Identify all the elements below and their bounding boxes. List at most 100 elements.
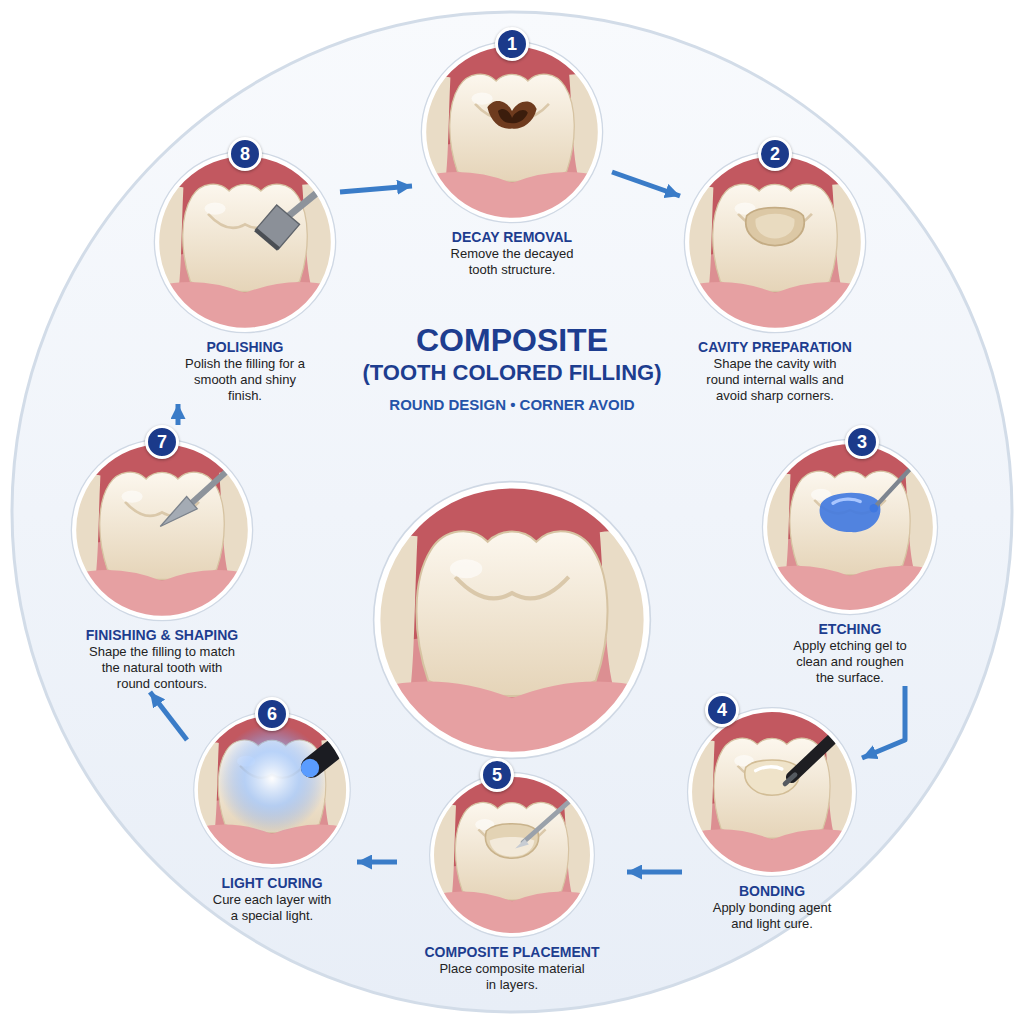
step-number: 5 xyxy=(480,758,514,792)
flow-arrow xyxy=(176,404,181,425)
cavity xyxy=(746,208,804,246)
step-node: 5COMPOSITE PLACEMENTPlace composite mate… xyxy=(397,758,627,993)
step-title: POLISHING xyxy=(150,338,340,356)
picture-ring xyxy=(688,708,857,877)
step-description: Cure each layer with a special light. xyxy=(210,892,334,924)
step-node: 4BONDINGApply bonding agent and light cu… xyxy=(682,693,862,932)
step-number: 3 xyxy=(845,425,879,459)
flow-arrow xyxy=(627,870,682,875)
step-description: Apply etching gel to clean and roughen t… xyxy=(788,638,913,686)
step-number: 4 xyxy=(705,693,739,727)
tooth-picture xyxy=(420,44,605,220)
tooth-picture xyxy=(761,442,940,612)
outer-circle xyxy=(12,12,1012,1012)
subtitle: (TOOTH COLORED FILLING) xyxy=(342,360,682,386)
step-node: 3ETCHINGApply etching gel to clean and r… xyxy=(760,425,940,686)
step-title: COMPOSITE PLACEMENT xyxy=(397,943,627,961)
picture-ring xyxy=(690,710,854,874)
cavity xyxy=(485,824,538,858)
tooth-picture xyxy=(70,442,255,618)
tooth-picture xyxy=(192,714,352,866)
step-number: 6 xyxy=(255,697,289,731)
step-node: 1DECAY REMOVALRemove the decayed tooth s… xyxy=(412,27,612,278)
decay xyxy=(487,101,536,129)
step-picture xyxy=(153,151,338,332)
picture-ring xyxy=(687,154,863,330)
picture-ring xyxy=(196,714,348,866)
picture-ring xyxy=(424,44,600,220)
step-picture xyxy=(70,439,255,620)
picture-ring xyxy=(430,773,595,938)
step-title: BONDING xyxy=(682,882,862,900)
step-number: 8 xyxy=(228,137,262,171)
step-picture xyxy=(420,41,605,222)
picture-ring xyxy=(377,485,647,755)
finished-tooth-picture xyxy=(370,482,654,759)
step-node: 2CAVITY PREPARATIONShape the cavity with… xyxy=(680,137,870,404)
picture-ring xyxy=(74,442,250,618)
step-description: Remove the decayed tooth structure. xyxy=(445,246,580,278)
curing-glow xyxy=(217,724,326,833)
bond-gloss xyxy=(756,767,782,771)
step-number: 7 xyxy=(145,425,179,459)
step-description: Place composite material in layers. xyxy=(436,961,588,993)
step-number: 1 xyxy=(495,27,529,61)
picture-ring xyxy=(157,154,333,330)
applicator-tip xyxy=(870,504,879,513)
connectors xyxy=(150,172,905,872)
cup-rim xyxy=(256,230,279,249)
picture-ring xyxy=(765,442,935,612)
step-picture xyxy=(761,439,940,614)
picture-ring xyxy=(154,151,335,332)
step-picture xyxy=(192,712,359,869)
step-title: DECAY REMOVAL xyxy=(412,228,612,246)
step-picture xyxy=(686,708,858,877)
picture-ring xyxy=(432,775,592,935)
step-title: LIGHT CURING xyxy=(187,874,357,892)
picture-ring xyxy=(684,151,865,332)
picture-ring xyxy=(374,482,651,759)
tooth-picture xyxy=(683,154,868,330)
flow-arrow xyxy=(340,186,412,192)
step-picture xyxy=(683,151,868,332)
step-description: Shape the cavity with round internal wal… xyxy=(704,356,846,404)
tooth-picture xyxy=(686,710,858,874)
tooth-picture xyxy=(153,154,338,330)
tooth-picture xyxy=(370,485,654,755)
diagram-title: COMPOSITE xyxy=(342,322,682,359)
picture-ring xyxy=(421,41,602,222)
step-node: 7FINISHING & SHAPINGShape the filling to… xyxy=(62,425,262,692)
flow-arrow xyxy=(150,692,187,740)
instrument-tip xyxy=(515,839,529,849)
step-title: FINISHING & SHAPING xyxy=(62,626,262,644)
step-picture xyxy=(428,773,596,938)
flow-arrow xyxy=(862,686,905,758)
finishing-bur xyxy=(160,497,197,527)
step-description: Polish the filling for a smooth and shin… xyxy=(180,356,310,404)
gel-highlight xyxy=(833,499,860,503)
step-node: 8POLISHINGPolish the filling for a smoot… xyxy=(150,137,340,404)
polishing-cup xyxy=(256,205,300,249)
brush-tip xyxy=(785,775,795,784)
flow-arrow xyxy=(357,860,397,865)
applicator xyxy=(874,442,935,508)
bonded-cavity xyxy=(745,760,799,795)
decay xyxy=(498,109,528,123)
tooth-picture xyxy=(428,775,596,935)
step-number: 2 xyxy=(758,137,792,171)
step-title: CAVITY PREPARATION xyxy=(680,338,870,356)
etching-gel xyxy=(820,493,881,532)
step-title: ETCHING xyxy=(760,620,940,638)
picture-ring xyxy=(71,439,252,620)
step-node: 6LIGHT CURINGCure each layer with a spec… xyxy=(187,697,357,924)
curing-light-tip xyxy=(301,759,319,777)
step-description: Shape the filling to match the natural t… xyxy=(86,644,238,692)
picture-ring xyxy=(194,712,351,869)
tagline: ROUND DESIGN • CORNER AVOID xyxy=(342,396,682,414)
picture-ring xyxy=(762,439,937,614)
cavity-floor xyxy=(755,214,794,239)
step-description: Apply bonding agent and light cure. xyxy=(707,900,837,932)
